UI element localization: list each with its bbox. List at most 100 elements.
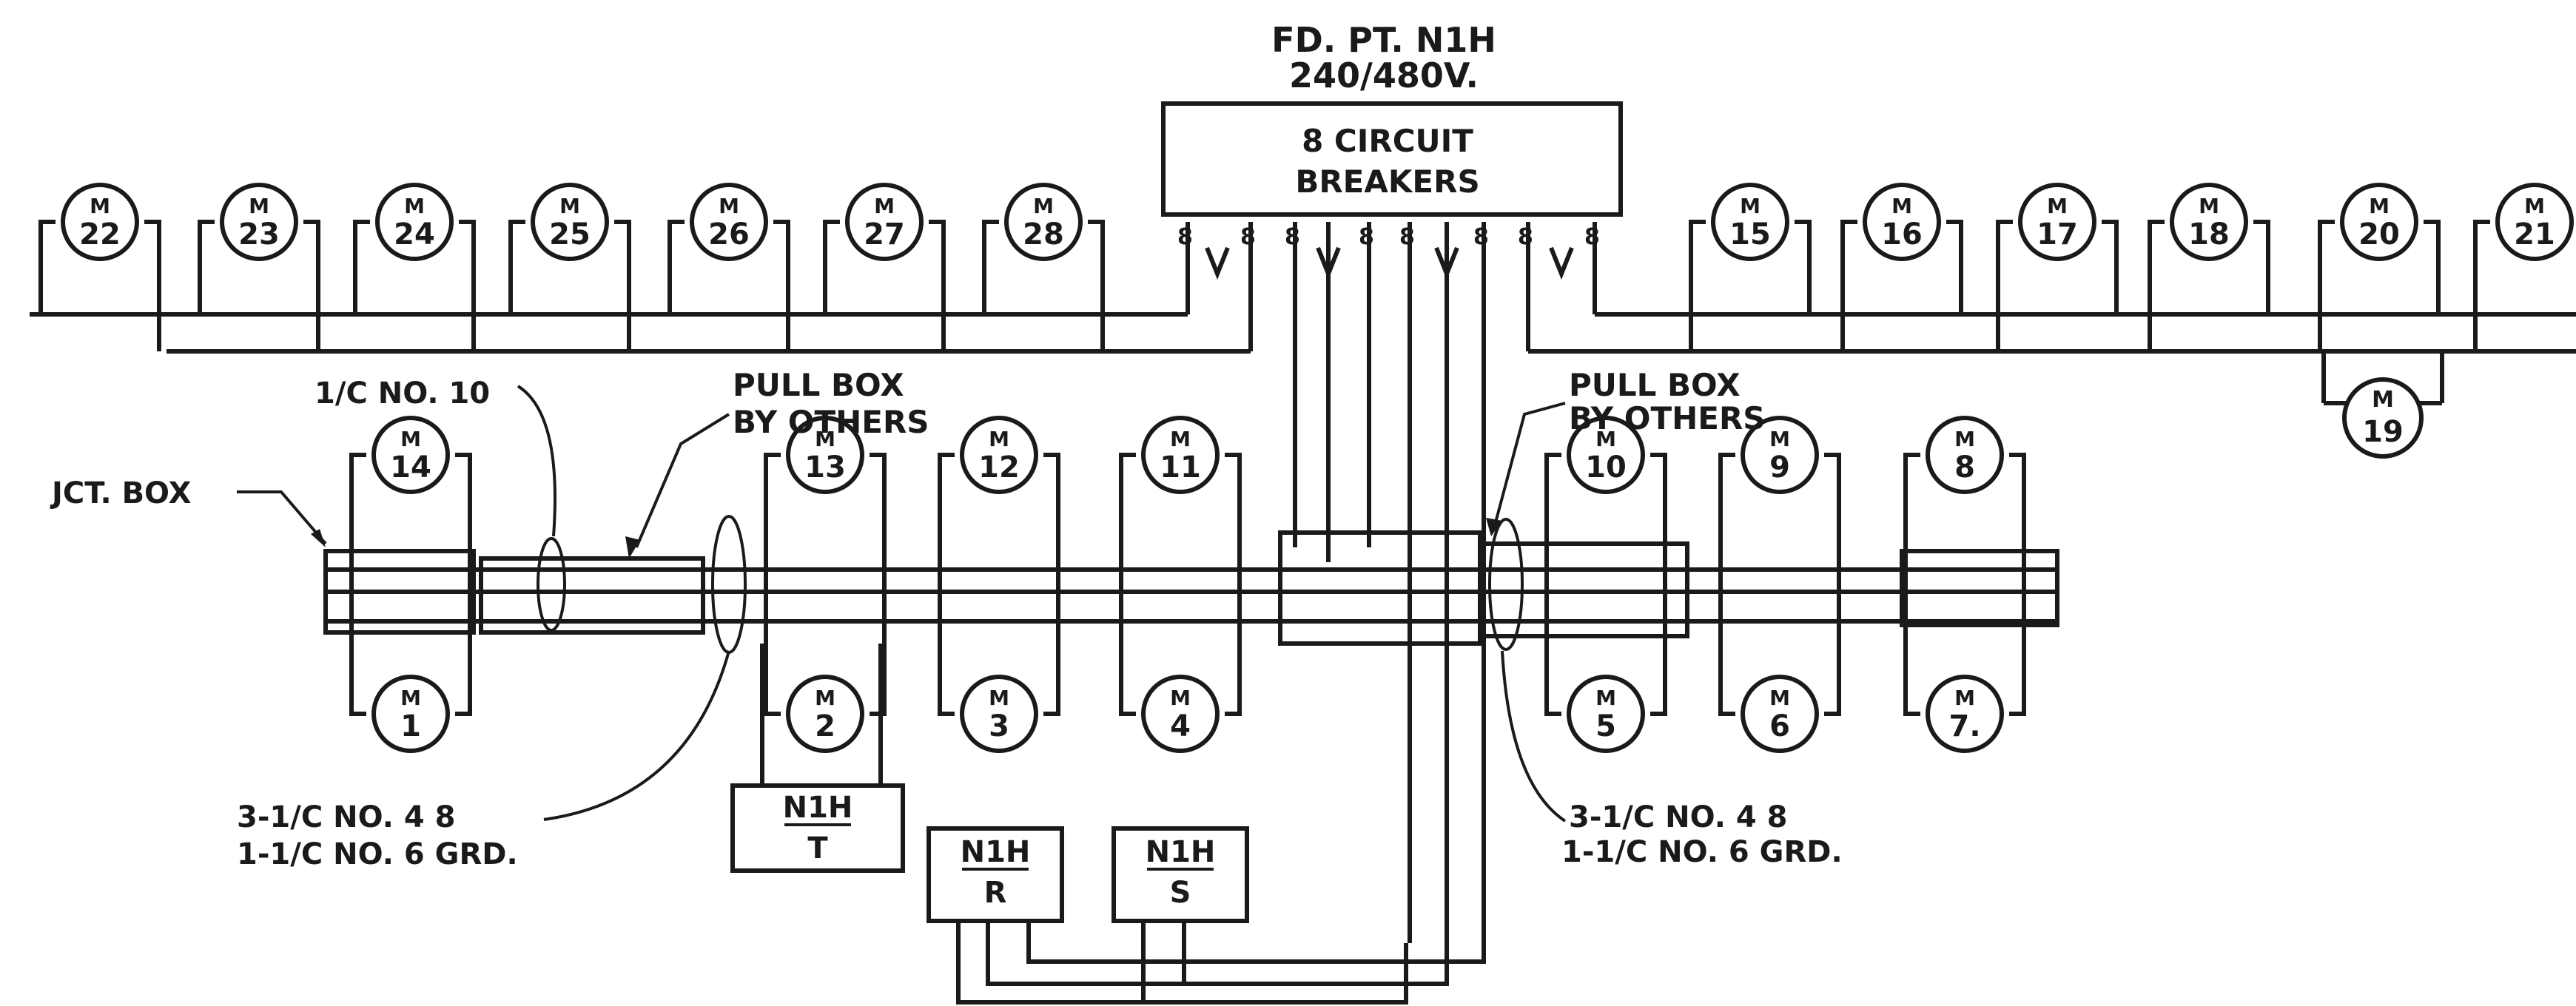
motor: M22 [38, 183, 161, 351]
motor: M16 [1840, 183, 1963, 351]
breaker-mark: 8 [1285, 224, 1300, 250]
motor-circle [786, 675, 864, 753]
motor-circle [1863, 183, 1941, 261]
breaker-mark: 8 [1359, 224, 1374, 250]
motor: M4 [1119, 570, 1242, 753]
motor: M13 [764, 416, 887, 621]
motor: M3 [938, 570, 1060, 753]
motor: M21 [2473, 183, 2574, 351]
motor-lead [2148, 220, 2165, 351]
motor-circle [1926, 416, 2004, 494]
motor-number: 8 [1954, 450, 1975, 485]
motor-circle [1141, 416, 1220, 494]
motor-letter: M [404, 194, 425, 218]
breaker-arrow [1205, 246, 1230, 280]
motor-lead [1946, 220, 1963, 314]
motor-19-letter: M [2372, 387, 2394, 413]
sub-panel-feeders [956, 906, 1486, 1005]
motor-lead [198, 220, 215, 314]
motor-lead [1689, 220, 1706, 351]
cable-ellipse-3 [1488, 518, 1524, 651]
cable-left-label-1: 3-1/C NO. 4 8 [237, 800, 455, 834]
motor-lead [764, 570, 781, 716]
motor-lead [508, 220, 525, 314]
cable-right-leader [1501, 650, 1567, 823]
motor-lead [1043, 621, 1060, 716]
motor-letter: M [400, 427, 421, 451]
motor-circle [371, 416, 450, 494]
motor: M24 [353, 183, 476, 351]
cable-left-label-2: 1-1/C NO. 6 GRD. [237, 837, 518, 871]
pull-box-left-arrow [625, 536, 640, 558]
motor-lead [1903, 453, 1920, 570]
motor-circle [845, 183, 924, 261]
motor-number: 1 [400, 709, 421, 743]
motor-number: 2 [815, 709, 835, 743]
motor-letter: M [989, 686, 1009, 710]
motor: M12 [938, 416, 1060, 621]
motor-lead [1225, 621, 1242, 716]
motor-lead [1119, 453, 1136, 570]
motor-number: 25 [549, 217, 591, 252]
motor-number: 3 [989, 709, 1009, 743]
motor: M2 [764, 570, 887, 753]
motor-letter: M [1954, 427, 1975, 451]
breaker-mark: 8 [1399, 224, 1415, 250]
motor-lead [614, 220, 631, 351]
motor-lead [2009, 453, 2026, 621]
motor-number: 18 [2188, 217, 2230, 252]
motor-19-number: 19 [2362, 415, 2404, 449]
motor-letter: M [874, 194, 895, 218]
motor-lead [1088, 220, 1105, 351]
motor-circle [371, 675, 450, 753]
sub-panel-t-top: N1H [783, 791, 853, 825]
motor-letter: M [2524, 194, 2545, 218]
motor-letter: M [1170, 427, 1191, 451]
breaker-arrow [1549, 246, 1574, 280]
motor-lead [455, 453, 472, 621]
motor-circle [531, 183, 609, 261]
motor-number: 5 [1595, 709, 1616, 743]
motor-lead [773, 220, 790, 351]
motor-lead [1903, 570, 1920, 716]
motor-circle [1004, 183, 1083, 261]
breaker-panel-box [1161, 101, 1623, 217]
motor-number: 15 [1729, 217, 1771, 252]
motor-letter: M [1954, 686, 1975, 710]
cable-1c-leader [517, 385, 556, 537]
motor-lead [1795, 220, 1812, 314]
motor: M9 [1718, 416, 1841, 621]
cable-left-leader [543, 650, 730, 821]
motor-letter: M [1769, 427, 1790, 451]
motor-letter: M [559, 194, 580, 218]
motor-circle [220, 183, 298, 261]
motor-number: 20 [2358, 217, 2400, 252]
cable-ellipse-2 [711, 515, 747, 654]
motor-number: 6 [1769, 709, 1790, 743]
motor-lead [2424, 220, 2441, 314]
motor-lead [1996, 220, 2013, 351]
motor-lead [2473, 220, 2490, 351]
motor: M5 [1544, 570, 1667, 753]
motor: M8 [1903, 416, 2026, 621]
motor-letter: M [249, 194, 269, 218]
motor-letter: M [1595, 427, 1616, 451]
breaker-mark: 8 [1584, 224, 1600, 250]
motor-circle [1741, 416, 1819, 494]
motor: M14 [349, 416, 472, 621]
motor-lead [929, 220, 946, 351]
motor-number: 27 [864, 217, 905, 252]
sub-panel-s-bottom: S [1170, 876, 1191, 910]
motor-circle [786, 416, 864, 494]
motor-number: 24 [394, 217, 435, 252]
motor-lead [353, 220, 370, 314]
motor-number: 7. [1948, 709, 1980, 743]
motor-circle [960, 675, 1038, 753]
top-right-feeder [1526, 222, 2576, 354]
cable-right-label-1: 3-1/C NO. 4 8 [1569, 800, 1787, 834]
motor-circle [1741, 675, 1819, 753]
right-end-box [1900, 549, 2059, 627]
